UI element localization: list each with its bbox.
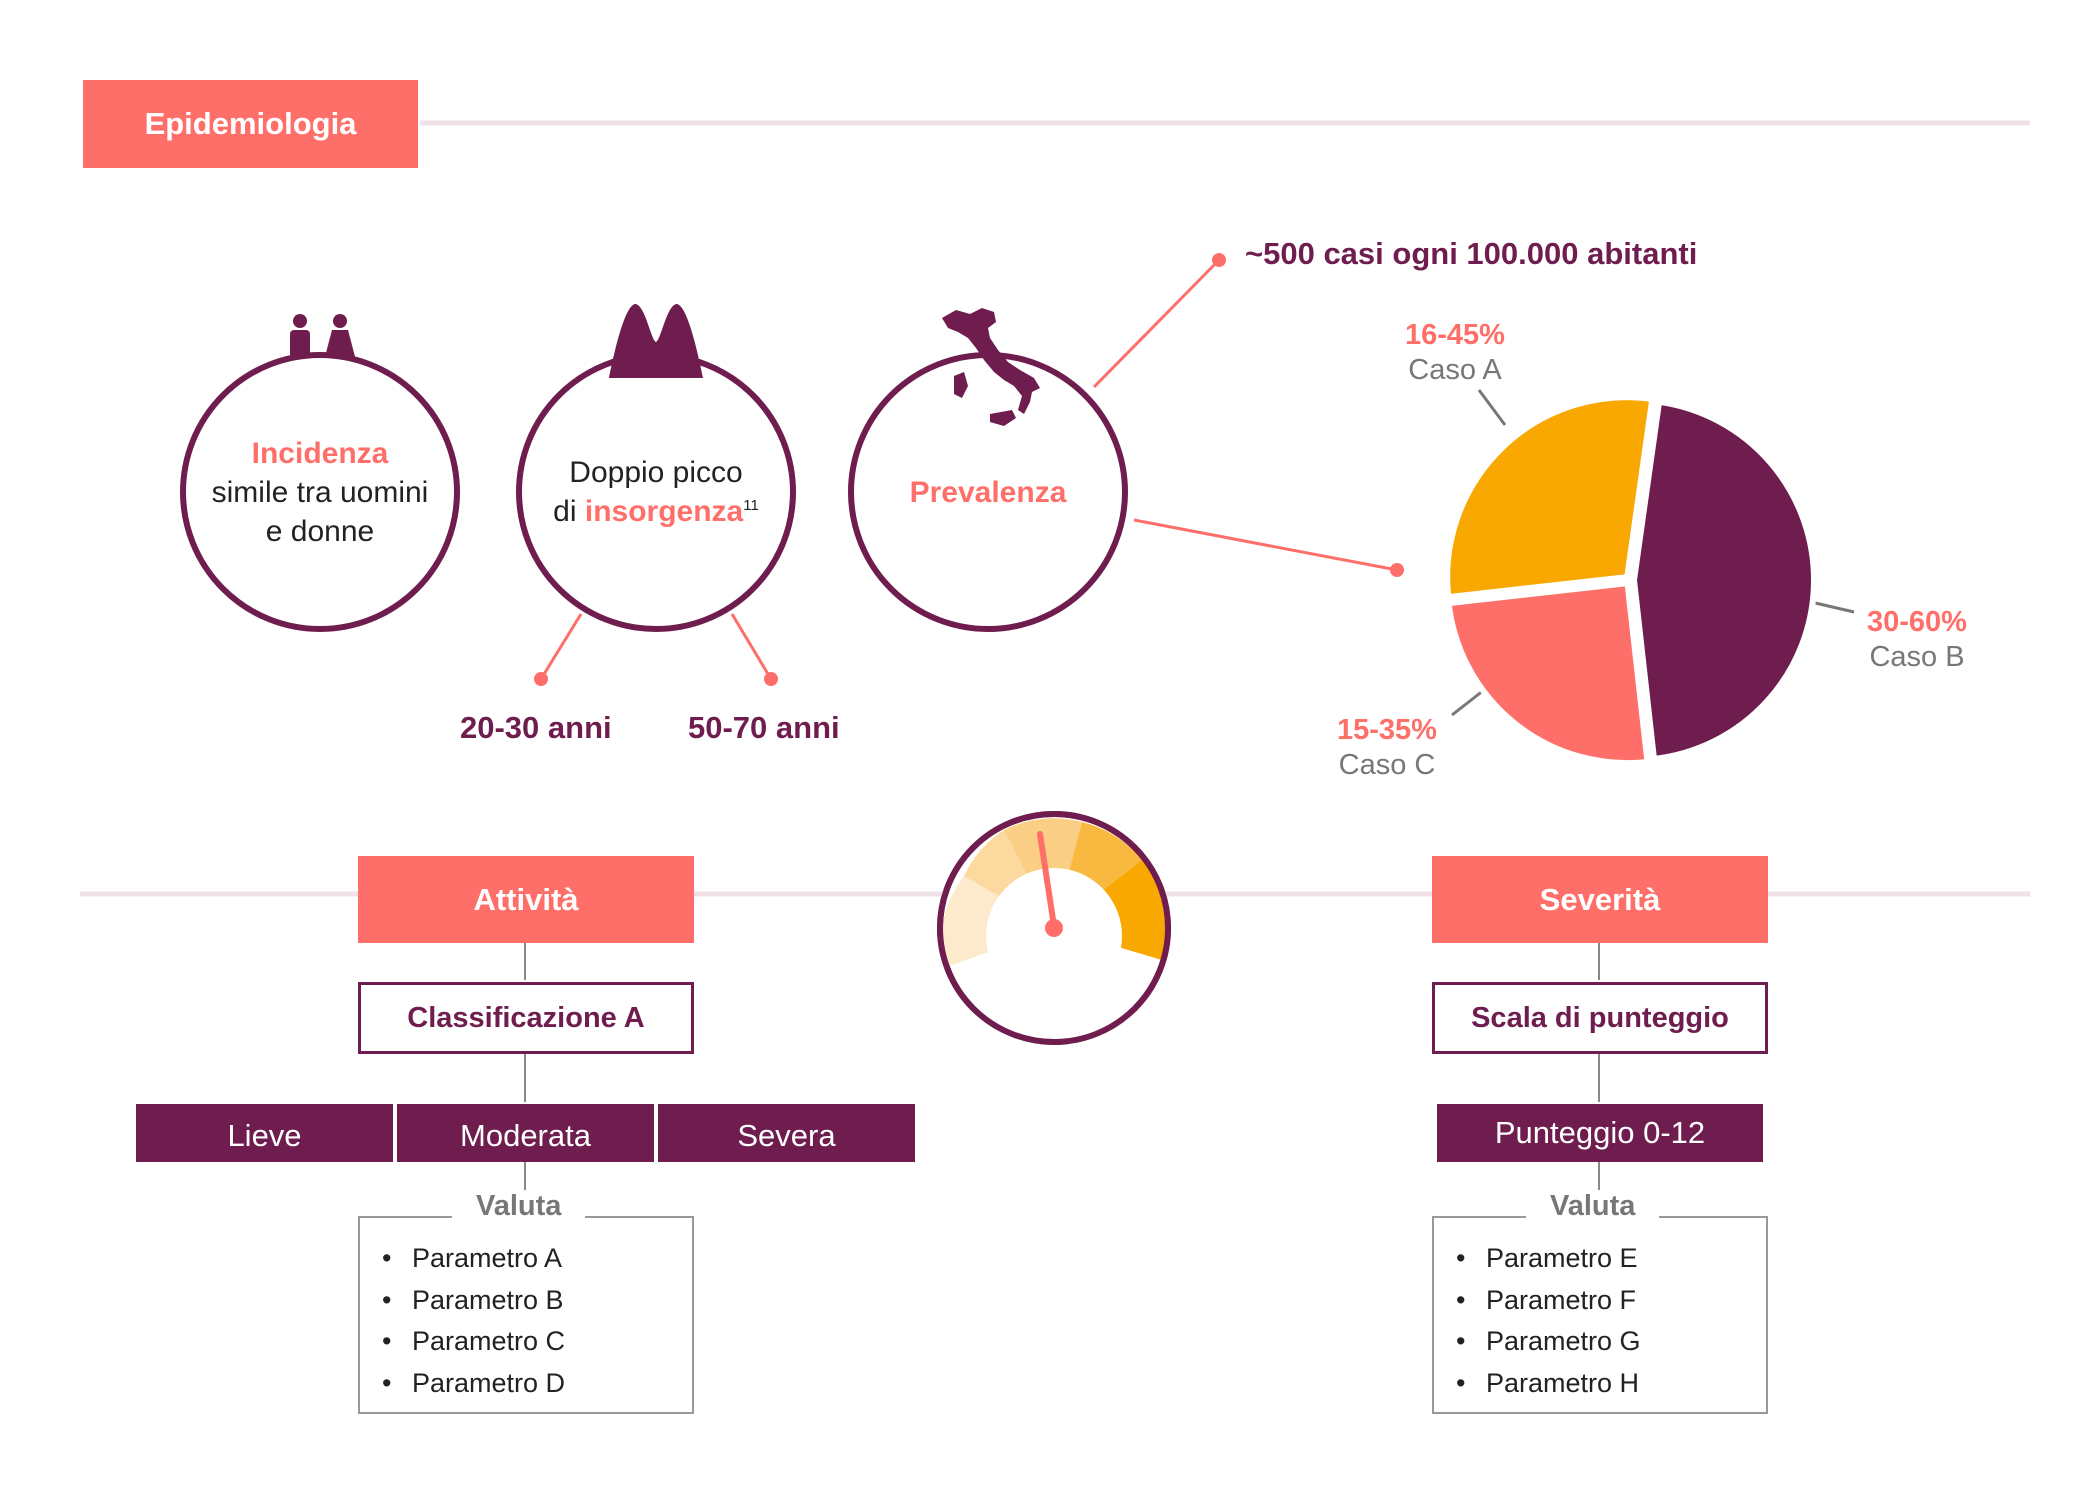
activity-title: Attività	[358, 856, 694, 943]
activity-param: Parametro C	[382, 1321, 692, 1363]
activity-params-box: Parametro A Parametro B Parametro C Para…	[358, 1216, 694, 1414]
pie-label-b: 30-60% Caso B	[1852, 605, 1982, 675]
severity-param: Parametro H	[1456, 1363, 1766, 1405]
prevalence-circle: Prevalenza	[848, 352, 1128, 632]
onset-line1: Doppio picco	[569, 456, 743, 489]
pie-slice-b	[1631, 398, 1817, 762]
double-peak-icon	[609, 304, 703, 378]
incidence-line2: e donne	[265, 514, 375, 548]
onset-prefix: di	[553, 495, 585, 528]
severity-scale: Scala di punteggio	[1432, 982, 1768, 1054]
onset-circle: Doppio picco di insorgenza11	[516, 352, 796, 632]
pie-slice-c	[1445, 580, 1651, 767]
pie-label-a: 16-45% Caso A	[1390, 318, 1520, 388]
onset-line2: di insorgenza11	[553, 492, 759, 531]
activity-param: Parametro A	[382, 1238, 692, 1280]
speedometer-icon	[937, 811, 1171, 1045]
severity-evaluates-label: Valuta	[1526, 1190, 1660, 1223]
activity-classification: Classificazione A	[358, 982, 694, 1054]
level-moderata: Moderata	[397, 1104, 654, 1162]
pie-label-c-range: 15-35%	[1337, 714, 1437, 746]
prevalence-callout: ~500 casi ogni 100.000 abitanti	[1245, 236, 1698, 271]
pie-label-c: 15-35% Caso C	[1322, 713, 1452, 783]
onset-highlight: insorgenza	[584, 495, 744, 528]
activity-param: Parametro D	[382, 1363, 692, 1405]
incidence-highlight: Incidenza	[251, 436, 389, 470]
activity-evaluates-label: Valuta	[452, 1190, 586, 1223]
pie-label-b-name: Caso B	[1869, 640, 1965, 673]
onset-peak-1: 20-30 anni	[460, 710, 612, 745]
pie-slice-a	[1444, 394, 1656, 601]
severity-title: Severità	[1432, 856, 1768, 943]
severity-param: Parametro G	[1456, 1321, 1766, 1363]
severity-params-list: Parametro E Parametro F Parametro G Para…	[1434, 1218, 1766, 1404]
severity-param: Parametro F	[1456, 1280, 1766, 1322]
activity-params-list: Parametro A Parametro B Parametro C Para…	[360, 1218, 692, 1404]
incidence-line1: simile tra uomini	[211, 475, 429, 509]
section-title: Epidemiologia	[83, 80, 418, 168]
activity-param: Parametro B	[382, 1280, 692, 1322]
severity-param: Parametro E	[1456, 1238, 1766, 1280]
prevalence-highlight: Prevalenza	[909, 475, 1067, 509]
onset-peak-2: 50-70 anni	[688, 710, 840, 745]
incidence-circle: Incidenza simile tra uomini e donne	[180, 352, 460, 632]
pie-label-b-range: 30-60%	[1867, 606, 1967, 638]
pie-label-a-name: Caso A	[1408, 353, 1502, 386]
pie-label-c-name: Caso C	[1338, 748, 1436, 781]
level-severa: Severa	[658, 1104, 915, 1162]
severity-score: Punteggio 0-12	[1437, 1104, 1763, 1162]
onset-reference: 11	[743, 497, 759, 514]
level-lieve: Lieve	[136, 1104, 393, 1162]
italy-map-icon	[942, 308, 1040, 426]
pie-label-a-range: 16-45%	[1405, 319, 1505, 351]
prevalence-pie-chart	[1444, 394, 1817, 767]
severity-params-box: Parametro E Parametro F Parametro G Para…	[1432, 1216, 1768, 1414]
